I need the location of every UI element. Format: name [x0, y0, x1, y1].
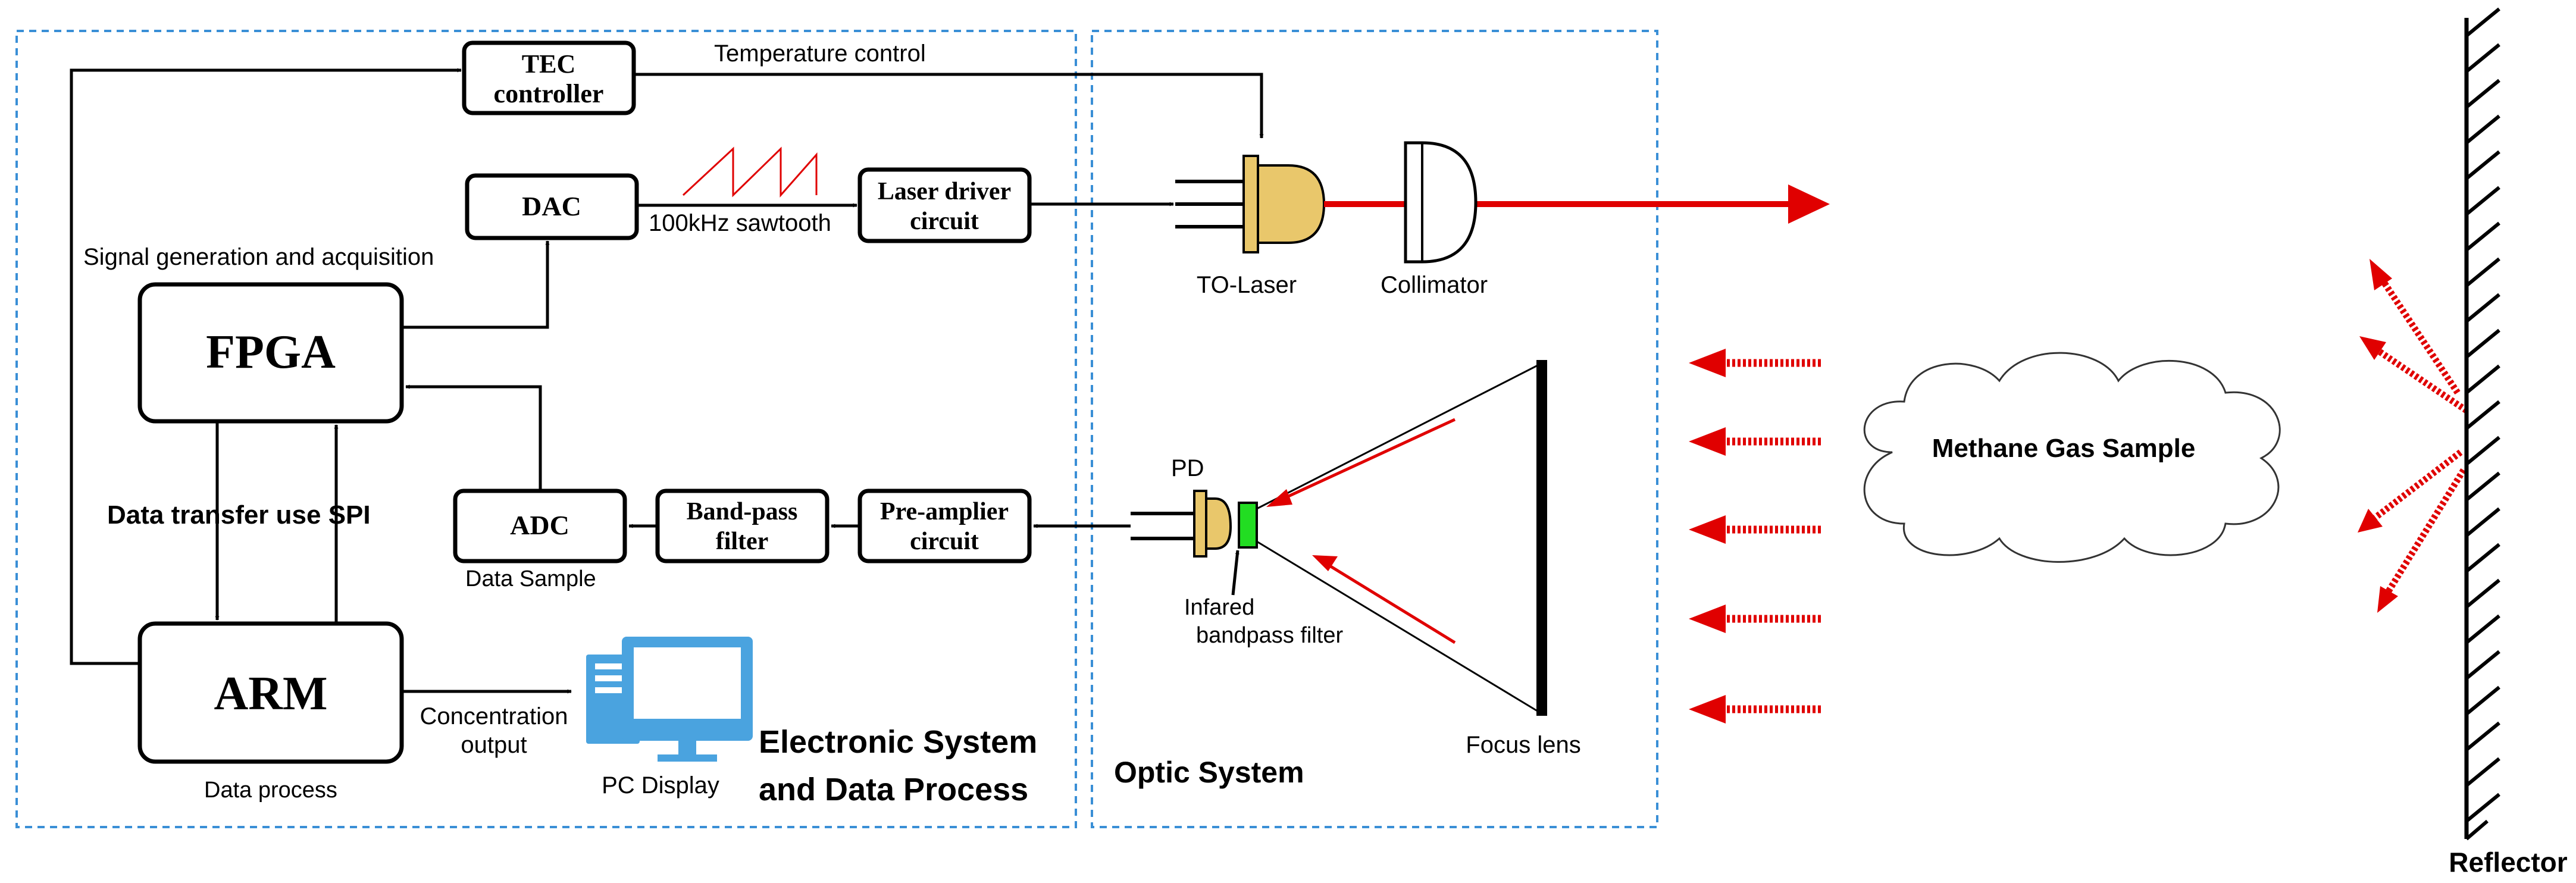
- focus-ray-lower: [1323, 561, 1456, 644]
- to-laser-icon: [1175, 155, 1326, 253]
- laser-beam-arrowhead: [1788, 184, 1830, 224]
- return-arrow: [1689, 695, 1821, 724]
- focus-cone-top: [1256, 362, 1543, 510]
- laser-driver-label-line1: Laser driver: [878, 178, 1011, 205]
- photodiode-icon: [1131, 490, 1232, 558]
- electronic-section-title-line1: Electronic System: [759, 724, 1037, 760]
- preamp-label-line2: circuit: [910, 528, 979, 555]
- desktop-computer-icon: [586, 637, 753, 762]
- to-laser-label: TO-Laser: [1197, 272, 1297, 298]
- adc-block: ADC: [453, 489, 627, 563]
- sawtooth-label: 100kHz sawtooth: [649, 210, 831, 236]
- return-arrow: [1689, 349, 1821, 377]
- bandpass-filter-block: Band-pass filter: [655, 489, 830, 563]
- return-arrow: [1689, 427, 1821, 456]
- bandpass-label-line2: filter: [716, 528, 769, 555]
- infrared-filter: [1238, 502, 1258, 549]
- focus-lens: [1536, 360, 1547, 716]
- methane-cloud: [1863, 352, 2281, 563]
- spi-label: Data transfer use SPI: [107, 500, 371, 530]
- fpga-to-dac-wire: [402, 240, 550, 329]
- arm-block: ARM: [137, 621, 404, 764]
- concentration-label-line1: Concentration: [420, 703, 568, 729]
- infrared-label-line1: Infared: [1184, 595, 1254, 620]
- focus-ray-upper-head: [1266, 489, 1292, 507]
- scatter-arrow: [2377, 468, 2467, 613]
- scatter-arrow: [2358, 449, 2463, 533]
- adc-to-fpga-wire: [405, 384, 542, 491]
- fpga-label: FPGA: [206, 326, 336, 378]
- data-sample-label: Data Sample: [465, 566, 596, 591]
- fpga-block: FPGA: [137, 282, 404, 424]
- tec-label-line2: controller: [494, 79, 604, 108]
- concentration-label-line2: output: [461, 732, 527, 758]
- infrared-label-line2: bandpass filter: [1196, 623, 1343, 648]
- methane-label: Methane Gas Sample: [1932, 434, 2196, 463]
- return-arrow: [1689, 605, 1821, 633]
- laser-driver-block: Laser driver circuit: [857, 167, 1032, 243]
- focus-lens-label: Focus lens: [1466, 732, 1580, 758]
- data-process-label: Data process: [204, 778, 337, 803]
- scatter-arrow: [2359, 336, 2469, 414]
- optic-section-border: [1091, 30, 1658, 828]
- preamp-block: Pre-amplier circuit: [857, 489, 1032, 563]
- filter-pointer: [1231, 550, 1240, 596]
- tec-to-laser-wire: [634, 73, 1264, 139]
- return-arrow: [1689, 515, 1821, 544]
- tec-label-line1: TEC: [522, 49, 575, 79]
- laser-driver-label-line2: circuit: [910, 208, 979, 235]
- dac-label: DAC: [522, 191, 581, 221]
- pd-label: PD: [1171, 455, 1204, 481]
- optic-section-title: Optic System: [1114, 756, 1304, 789]
- signal-generation-label: Signal generation and acquisition: [83, 244, 434, 270]
- electronic-section-border: [15, 30, 1077, 828]
- dac-block: DAC: [465, 173, 639, 240]
- tec-controller-block: TEC controller: [462, 40, 636, 115]
- focus-ray-lower-head: [1312, 555, 1338, 571]
- arm-to-tec-wire: [70, 68, 462, 665]
- electronic-section-title-line2: and Data Process: [759, 772, 1028, 807]
- scatter-arrows: [2358, 259, 2469, 613]
- adc-label: ADC: [510, 510, 569, 540]
- focus-ray-upper: [1277, 418, 1456, 503]
- focus-cone-bottom: [1256, 540, 1543, 715]
- collimator-label: Collimator: [1381, 272, 1488, 298]
- reflector-wall: [2464, 7, 2500, 841]
- bandpass-label-line1: Band-pass: [687, 498, 798, 525]
- preamp-label-line1: Pre-amplier: [880, 498, 1009, 525]
- arm-label: ARM: [214, 668, 327, 720]
- reflector-label: Reflector: [2449, 847, 2567, 878]
- sawtooth-waveform: [682, 146, 818, 198]
- collimator-lens: [1404, 141, 1478, 264]
- temperature-control-label: Temperature control: [714, 40, 926, 67]
- return-light-arrows: [1689, 349, 1821, 724]
- scatter-arrow: [2370, 259, 2461, 395]
- pc-display-label: PC Display: [602, 772, 719, 799]
